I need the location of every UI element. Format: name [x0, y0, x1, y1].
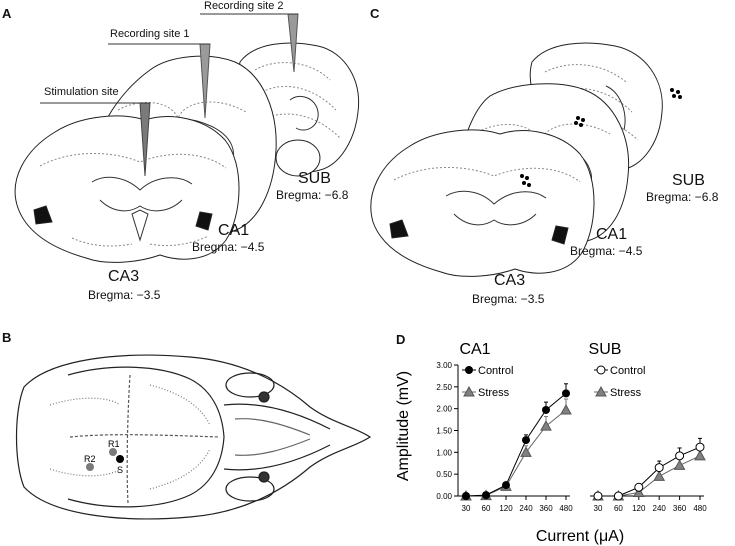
panel-d-chart: Amplitude (mV) Current (μA) CA1 SUB 0.00…	[395, 341, 707, 545]
x-tick-label: 360	[539, 504, 553, 513]
x-tick-label: 120	[632, 504, 646, 513]
electrode-recording-site-2	[200, 13, 299, 73]
data-point-stress	[560, 403, 572, 415]
panel-b-skull: R1 R2 S	[15, 354, 372, 520]
x-axis-label: Current (μA)	[536, 528, 624, 545]
series-line-stress	[598, 455, 701, 497]
stimulation-site-label: Stimulation site	[44, 86, 119, 98]
x-tick-label: 120	[499, 504, 513, 513]
region-label-sub: SUB	[298, 170, 331, 187]
data-point-stress	[653, 470, 666, 481]
x-tick-label: 30	[462, 504, 471, 513]
data-point-stress	[520, 446, 532, 457]
data-point-control	[562, 389, 570, 398]
site-r1-dot	[109, 448, 117, 456]
site-r2-dot	[86, 463, 94, 471]
bregma-label-ca1: Bregma: −4.5	[192, 240, 265, 254]
data-point-stress	[540, 420, 552, 431]
bregma-label-ca1-c: Bregma: −4.5	[570, 244, 643, 258]
legend-label-control: Control	[478, 365, 513, 377]
series-line-control	[465, 392, 567, 497]
electrode-recording-site-1	[108, 43, 211, 119]
panel-label-d: D	[396, 332, 406, 347]
x-tick-label: 480	[693, 504, 707, 513]
y-axis-label: Amplitude (mV)	[395, 371, 412, 481]
y-tick-label: 0.50	[436, 470, 452, 479]
recording-dots-sub	[670, 88, 682, 99]
bregma-label-ca3-c: Bregma: −3.5	[472, 292, 545, 306]
data-point-stress	[694, 449, 706, 461]
y-tick-label: 1.50	[436, 427, 452, 436]
data-point-control	[522, 436, 530, 445]
data-point-control	[675, 451, 685, 461]
region-label-ca1: CA1	[218, 222, 250, 239]
bregma-label-sub-c: Bregma: −6.8	[646, 190, 719, 204]
panel-a-brain-sections	[14, 13, 360, 263]
panel-label-c: C	[370, 6, 380, 21]
x-tick-label: 60	[614, 504, 623, 513]
bregma-label-sub: Bregma: −6.8	[276, 188, 349, 202]
skull-sites: R1 R2 S	[84, 439, 124, 475]
y-tick-label: 0.00	[436, 492, 452, 501]
data-point-stress	[673, 459, 686, 470]
y-tick-label: 2.00	[436, 405, 452, 414]
legend-label-control: Control	[610, 365, 645, 377]
chart-title-sub: SUB	[589, 341, 622, 358]
x-tick-label: 480	[559, 504, 573, 513]
data-point-control	[654, 463, 664, 473]
legend-label-stress: Stress	[610, 387, 642, 399]
plot-area: 0.00 0.50 1.00 1.50 2.00 2.50 3.00 30 60 120 240 36…	[436, 361, 707, 513]
panel-c-brain-sections	[370, 42, 682, 277]
data-point-control	[593, 491, 603, 501]
skull-drawing	[15, 354, 372, 520]
recording-site-1-label: Recording site 1	[110, 28, 190, 40]
chart-title-ca1: CA1	[459, 341, 490, 358]
legend-label-stress: Stress	[478, 387, 510, 399]
x-tick-label: 240	[519, 504, 533, 513]
x-tick-label: 240	[653, 504, 667, 513]
region-label-sub-c: SUB	[672, 172, 705, 189]
panel-label-a: A	[2, 6, 12, 21]
series-line-stress	[465, 409, 567, 497]
data-point-control	[482, 491, 490, 500]
y-tick-label: 1.00	[436, 448, 452, 457]
series-line-control	[598, 446, 701, 497]
site-s-dot	[116, 455, 124, 463]
brain-section-ca3-c	[370, 129, 595, 277]
y-tick-label: 2.50	[436, 383, 452, 392]
site-r2-label: R2	[84, 454, 96, 464]
data-point-control	[695, 442, 705, 452]
brain-section-ca3	[14, 115, 240, 263]
panel-label-b: B	[2, 330, 12, 345]
data-point-control	[613, 491, 623, 501]
y-tick-label: 3.00	[436, 361, 452, 370]
region-label-ca3-c: CA3	[494, 272, 526, 289]
legend-marker-stress	[463, 385, 475, 397]
bregma-label-ca3: Bregma: −3.5	[88, 288, 161, 302]
data-point-stress	[632, 486, 645, 498]
data-point-control	[462, 492, 470, 500]
site-s-label: S	[117, 465, 123, 475]
legend-marker-control	[465, 366, 473, 374]
legend-marker-control	[596, 365, 606, 375]
data-point-control	[502, 481, 510, 490]
legend-marker-stress	[595, 385, 607, 397]
x-tick-label: 30	[594, 504, 603, 513]
data-point-control	[542, 405, 550, 414]
recording-dots-ca1	[574, 116, 585, 127]
recording-site-2-label: Recording site 2	[204, 0, 284, 12]
data-point-control	[634, 482, 644, 492]
region-label-ca3: CA3	[108, 268, 140, 285]
site-r1-label: R1	[108, 439, 120, 449]
x-tick-label: 60	[482, 504, 491, 513]
region-label-ca1-c: CA1	[596, 226, 628, 243]
x-tick-label: 360	[673, 504, 687, 513]
stimulation-dots-ca3	[520, 174, 531, 187]
electrode-stimulation-site	[40, 102, 151, 177]
